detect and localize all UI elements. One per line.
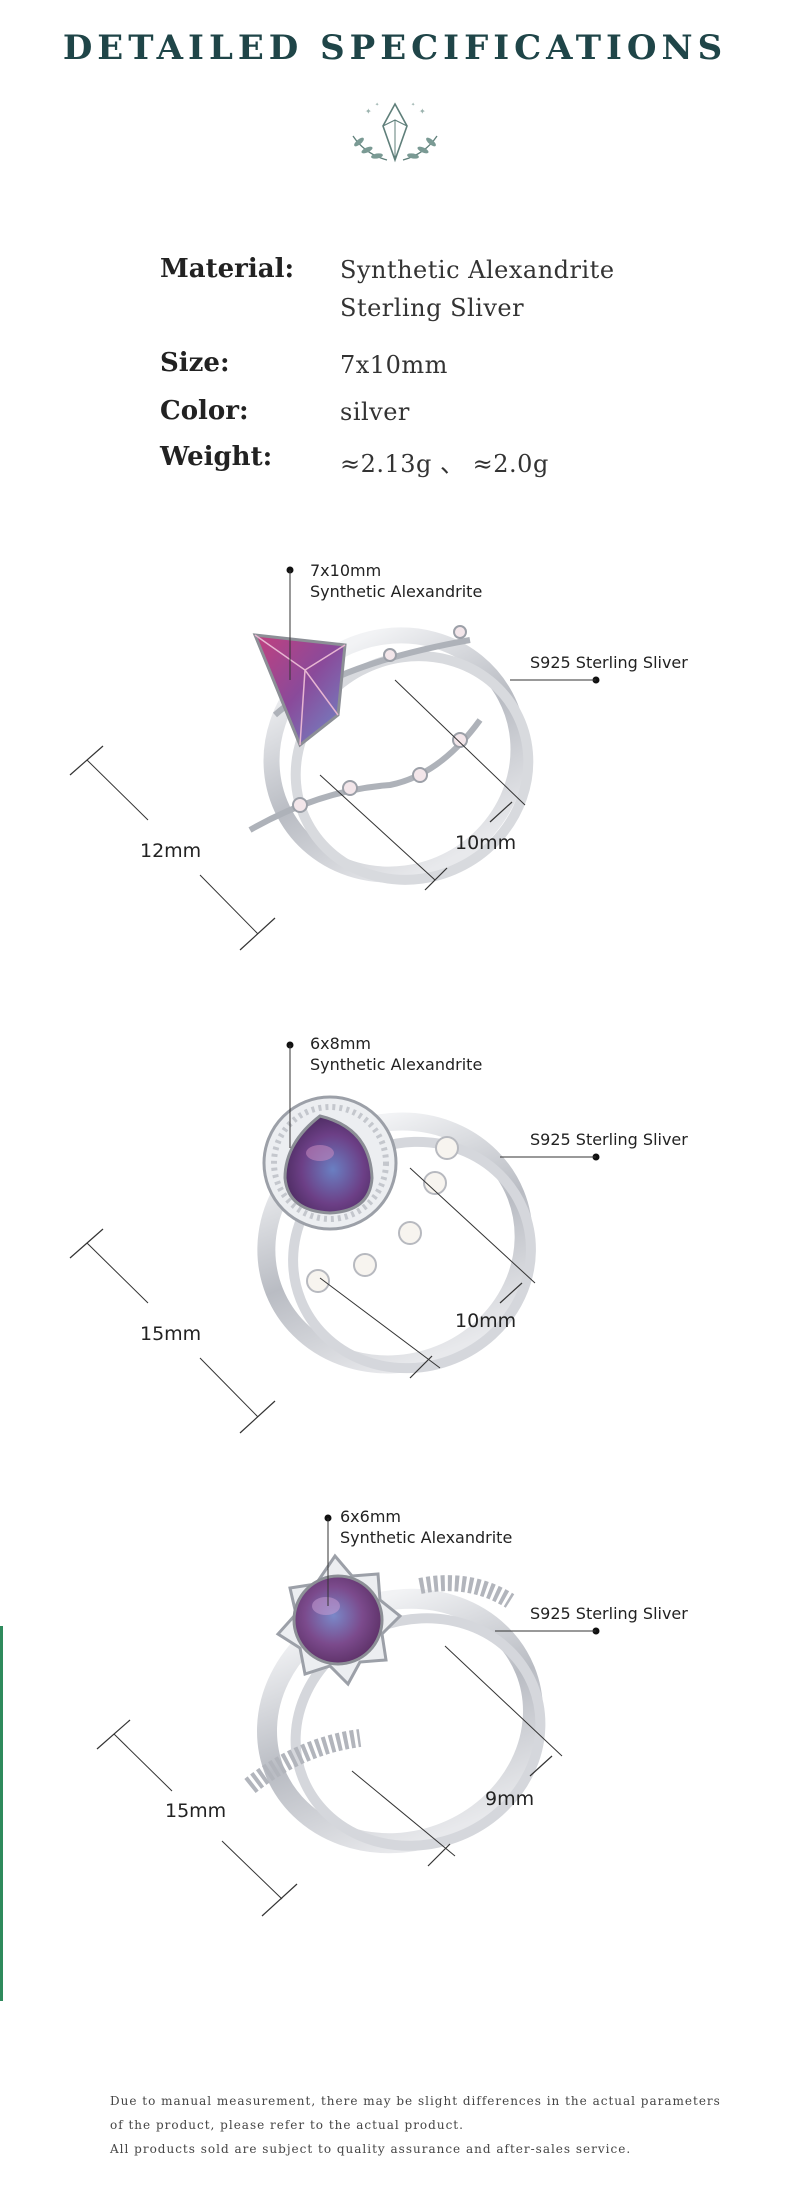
stone-name-label: Synthetic Alexandrite xyxy=(310,582,483,601)
svg-text:✦: ✦ xyxy=(411,102,415,108)
band-material-label: S925 Sterling Sliver xyxy=(530,1604,688,1623)
svg-text:✦: ✦ xyxy=(365,107,372,116)
material-value-1: Synthetic Alexandrite xyxy=(340,256,615,284)
width-dimension-label: 10mm xyxy=(455,1310,517,1332)
material-label: Material: xyxy=(160,254,295,284)
svg-text:✦: ✦ xyxy=(375,102,379,108)
stone-name-label: Synthetic Alexandrite xyxy=(310,1055,483,1074)
band-material-label: S925 Sterling Sliver xyxy=(530,1130,688,1149)
side-accent-bar xyxy=(0,1626,3,2001)
page-title: DETAILED SPECIFICATIONS xyxy=(62,28,728,68)
ring-illustration xyxy=(69,566,600,951)
size-label: Size: xyxy=(160,348,230,378)
disclaimer-line-3: All products sold are subject to quality… xyxy=(110,2142,632,2156)
ring-diagram-3: 6x6mm Synthetic Alexandrite S925 Sterlin… xyxy=(0,1506,790,1946)
weight-value: ≈2.13g 、 ≈2.0g xyxy=(340,450,549,478)
color-label: Color: xyxy=(160,396,249,426)
svg-text:✦: ✦ xyxy=(419,107,426,116)
disclaimer-line-1: Due to manual measurement, there may be … xyxy=(110,2094,721,2108)
ring-diagram-2: 6x8mm Synthetic Alexandrite S925 Sterlin… xyxy=(0,1033,790,1473)
ring-illustration xyxy=(69,1041,600,1434)
crystal-laurel-icon: ✦ ✦ ✦ ✦ xyxy=(352,102,438,163)
stone-name-label: Synthetic Alexandrite xyxy=(340,1528,513,1547)
material-value-2: Sterling Sliver xyxy=(340,294,525,322)
ring-diagram-1: 7x10mm Synthetic Alexandrite S925 Sterli… xyxy=(0,560,790,1000)
ring-illustration xyxy=(96,1514,600,1917)
height-dimension-label: 15mm xyxy=(140,1323,202,1345)
height-dimension-label: 12mm xyxy=(140,840,202,862)
size-value: 7x10mm xyxy=(340,351,448,379)
disclaimer-line-2: of the product, please refer to the actu… xyxy=(110,2118,464,2132)
stone-size-label: 6x8mm xyxy=(310,1034,371,1053)
stone-size-label: 6x6mm xyxy=(340,1507,401,1526)
height-dimension-label: 15mm xyxy=(165,1800,227,1822)
width-dimension-label: 9mm xyxy=(485,1788,535,1810)
color-value: silver xyxy=(340,398,410,426)
width-dimension-label: 10mm xyxy=(455,832,517,854)
band-material-label: S925 Sterling Sliver xyxy=(530,653,688,672)
weight-label: Weight: xyxy=(160,442,273,472)
stone-size-label: 7x10mm xyxy=(310,561,382,580)
